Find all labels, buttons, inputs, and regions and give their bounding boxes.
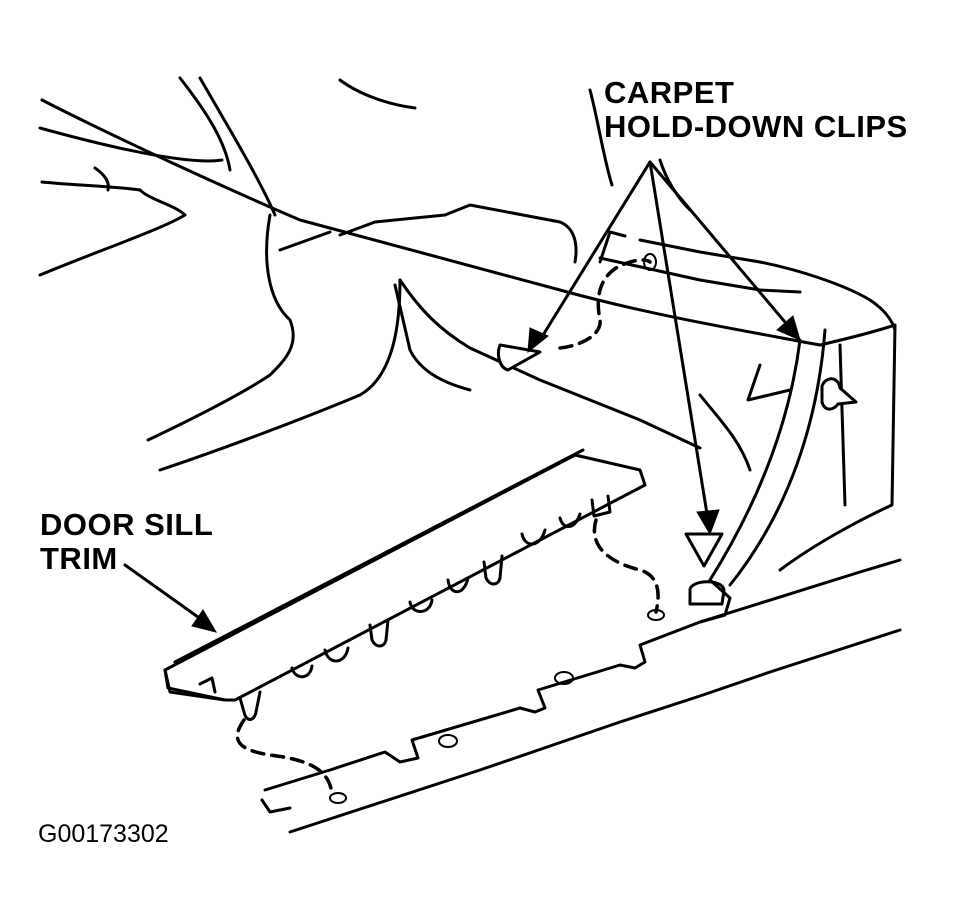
- door-sill-trim-part: [163, 448, 647, 721]
- figure-code: G00173302: [38, 820, 169, 848]
- carpet-clip-left: [496, 343, 542, 372]
- pillar-trim: [708, 328, 827, 587]
- installation-dashed-paths: [235, 258, 660, 797]
- door-label-line1: DOOR SILL: [40, 507, 214, 542]
- carpet-label-line1: CARPET: [604, 75, 735, 110]
- door-label-line2: TRIM: [40, 541, 118, 576]
- carpet-hold-down-clips-label: CARPET HOLD-DOWN CLIPS: [604, 76, 908, 144]
- vehicle-body-outline: [38, 76, 897, 572]
- rocker-panel: [260, 558, 902, 834]
- carpet-clip-right: [820, 377, 858, 411]
- carpet-label-line2: HOLD-DOWN CLIPS: [604, 109, 908, 144]
- door-sill-trim-label: DOOR SILL TRIM: [40, 508, 213, 576]
- carpet-clips: [496, 253, 858, 606]
- trim-clip-tabs: [238, 494, 612, 721]
- carpet-clip-front: [684, 532, 724, 568]
- leader-arrows: [123, 160, 801, 633]
